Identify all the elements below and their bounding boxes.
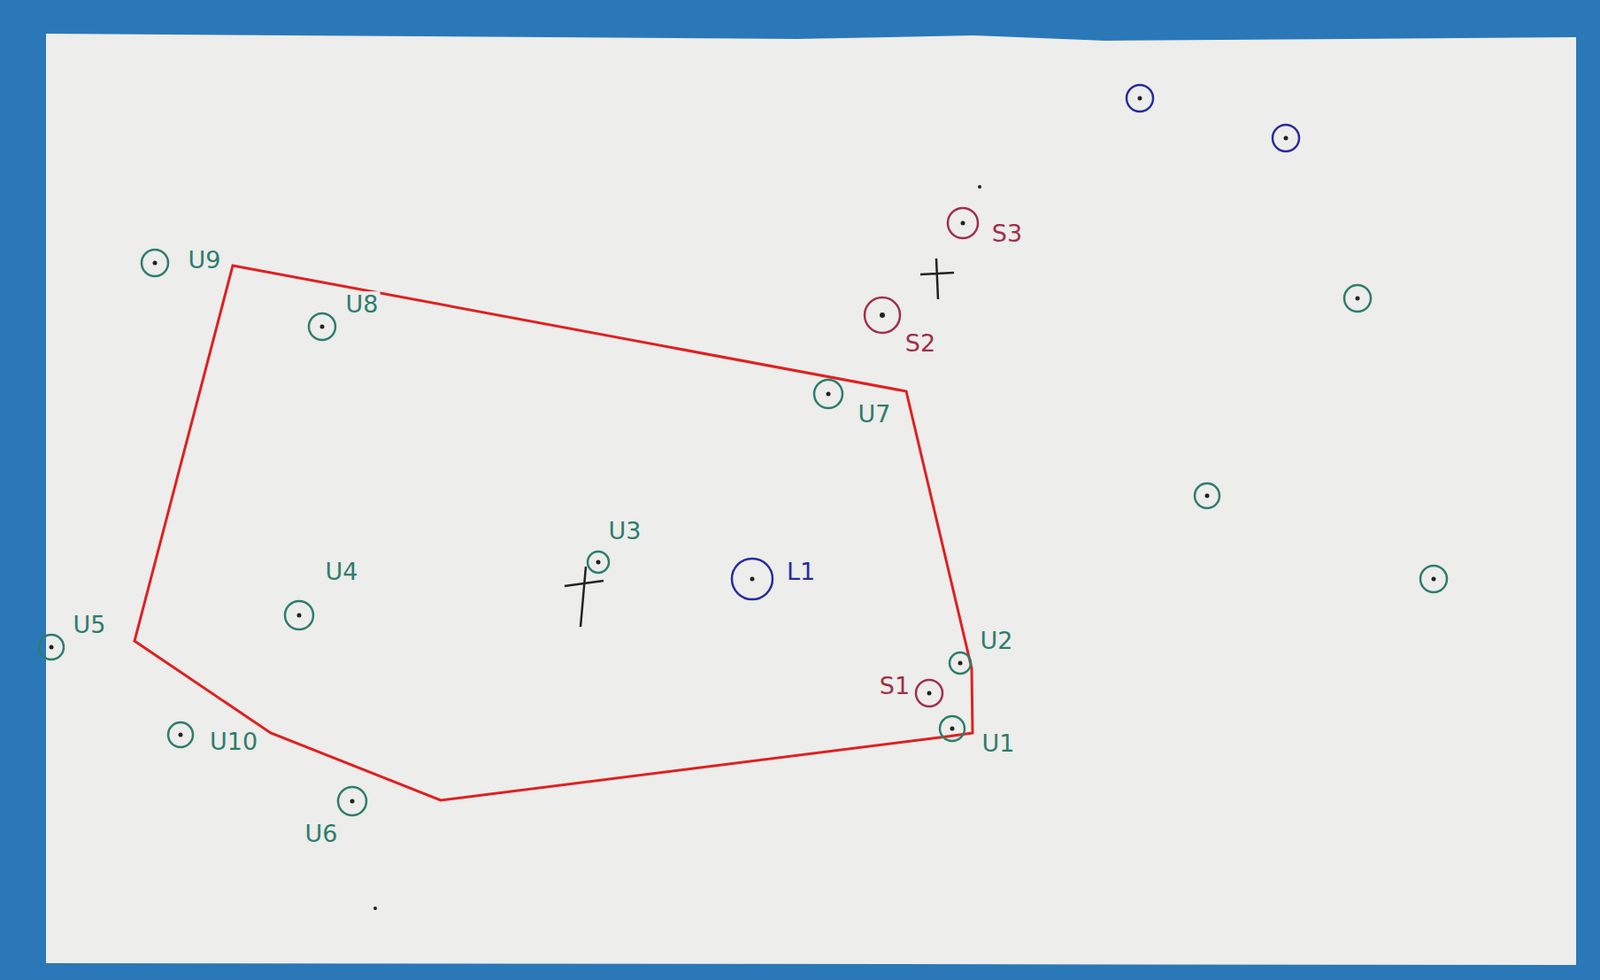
- star-circles: [38, 84, 1447, 816]
- star-label: U7: [856, 400, 893, 428]
- star-label: U8: [344, 291, 381, 318]
- star-label: L1: [784, 558, 817, 585]
- star-label: U3: [607, 517, 644, 545]
- star-label: U2: [978, 627, 1016, 654]
- star-label: U4: [323, 558, 361, 585]
- star-label: U1: [980, 730, 1017, 757]
- star-label: S1: [877, 672, 912, 700]
- red-polygon: [134, 265, 973, 800]
- cross-marks: [564, 258, 954, 627]
- star-label: U10: [207, 728, 260, 755]
- star-label: S3: [990, 220, 1024, 247]
- star-label: U9: [186, 246, 224, 274]
- paper-sheet: [46, 33, 1577, 965]
- star-dots: [49, 96, 1437, 911]
- star-label: U6: [303, 820, 340, 847]
- star-label: S2: [903, 330, 938, 357]
- star-label: U5: [71, 611, 108, 639]
